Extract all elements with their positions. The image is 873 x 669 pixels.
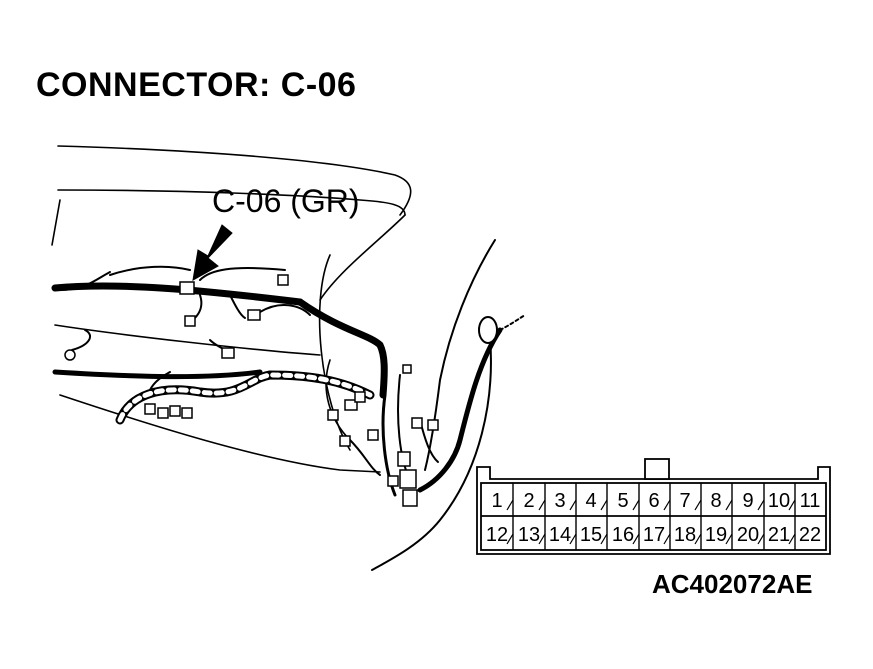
pin-label: 12 [486,524,508,546]
pin-ticks [506,499,796,545]
pin-label: 4 [585,490,596,512]
pin-label: 3 [554,490,565,512]
connector-callout-label: C-06 (GR) [212,183,360,219]
side-harness [349,239,526,571]
pin-label: 5 [617,490,628,512]
upper-harness [51,265,388,399]
pin-label: 15 [580,524,602,546]
dashboard-outline [51,145,412,473]
pin-label: 8 [710,490,721,512]
grommet [478,316,498,344]
pin-label: 17 [643,524,665,546]
pointer-arrow [192,224,233,281]
lower-harness [52,329,375,425]
harness-connectors [64,274,439,507]
pin-labels: 1 2 3 4 5 6 7 8 9 10 11 12 13 14 15 16 1… [486,490,821,546]
pin-label: 6 [648,490,659,512]
pin-label: 9 [742,490,753,512]
pin-label: 21 [768,524,790,546]
pin-label: 11 [800,490,821,512]
pin-label: 1 [491,490,502,512]
figure-id: AC402072AE [652,569,813,599]
pin-label: 2 [523,490,534,512]
pin-label: 19 [705,524,727,546]
pin-label: 10 [768,490,790,512]
pin-label: 20 [737,524,759,546]
connector-face [476,458,831,555]
pin-dividers [512,483,796,550]
pin-label: 22 [799,524,821,546]
pin-label: 13 [518,524,540,546]
pin-label: 14 [549,524,571,546]
diagram-title: CONNECTOR: C-06 [36,66,357,104]
pin-label: 7 [679,490,690,512]
pin-label: 16 [612,524,634,546]
pin-label: 18 [674,524,696,546]
